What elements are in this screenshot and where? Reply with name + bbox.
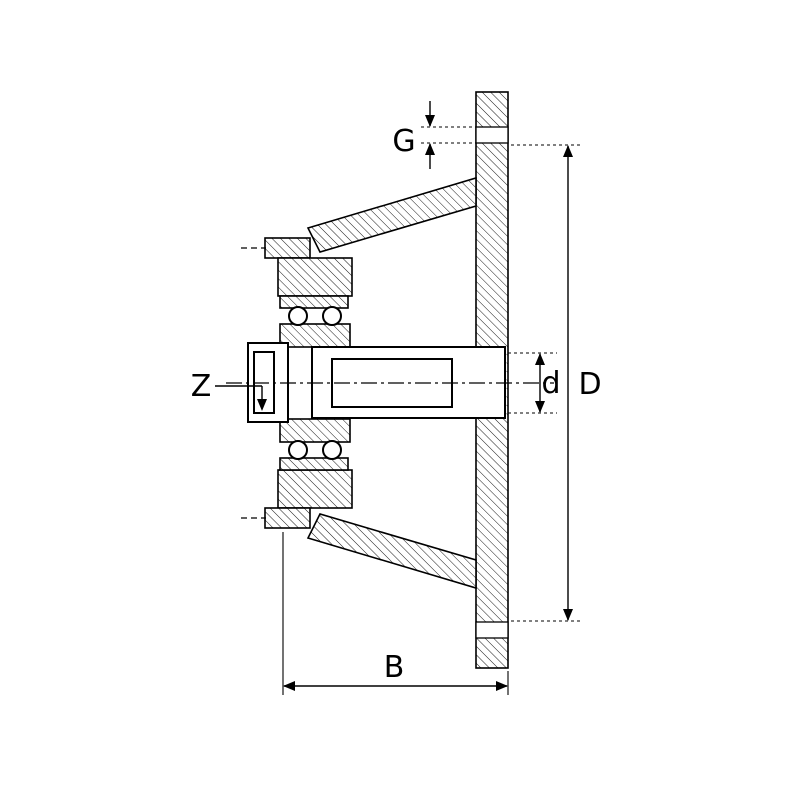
label-Z: Z <box>191 369 212 404</box>
label-d: d <box>541 366 560 401</box>
cone-wall-upper <box>306 176 477 253</box>
bearing-bottom <box>279 418 351 471</box>
leader-Z: Z <box>191 369 267 411</box>
flange-bolt-hole-bottom <box>475 621 509 639</box>
housing-cap-bottom <box>264 507 311 529</box>
bearing-bottom-outer-race <box>279 457 349 471</box>
bearing-ball-icon <box>288 306 308 326</box>
bearing-ball-icon <box>322 306 342 326</box>
housing-cap-top <box>264 237 311 259</box>
arrowhead-up-icon <box>425 143 435 155</box>
housing-wall-top <box>277 257 353 297</box>
bearing-top <box>279 295 351 348</box>
arrowhead-up-icon <box>535 353 545 365</box>
cone-wall-lower <box>306 513 477 590</box>
arrowhead-down-icon <box>257 399 267 411</box>
arrowhead-up-icon <box>563 145 573 157</box>
dimension-d: d <box>508 352 561 414</box>
arrowhead-down-icon <box>535 401 545 413</box>
label-B: B <box>384 650 405 685</box>
dimension-D: D <box>511 144 602 622</box>
bearing-bottom-inner-race <box>279 418 351 443</box>
bearing-ball-icon <box>288 440 308 460</box>
housing-wall-bottom <box>277 469 353 509</box>
dimension-B: B <box>282 532 509 695</box>
arrowhead-right-icon <box>496 681 508 691</box>
arrowhead-down-icon <box>563 609 573 621</box>
dimension-G: G <box>392 101 477 169</box>
cone-walls <box>306 176 477 590</box>
bearing-ball-icon <box>322 440 342 460</box>
arrowhead-left-icon <box>283 681 295 691</box>
flange-bolt-hole-top <box>475 126 509 144</box>
label-G: G <box>392 124 415 159</box>
bearing-top-outer-race <box>279 295 349 309</box>
bearing-top-inner-race <box>279 323 351 348</box>
arrowhead-down-icon <box>425 115 435 127</box>
label-D: D <box>578 367 601 402</box>
